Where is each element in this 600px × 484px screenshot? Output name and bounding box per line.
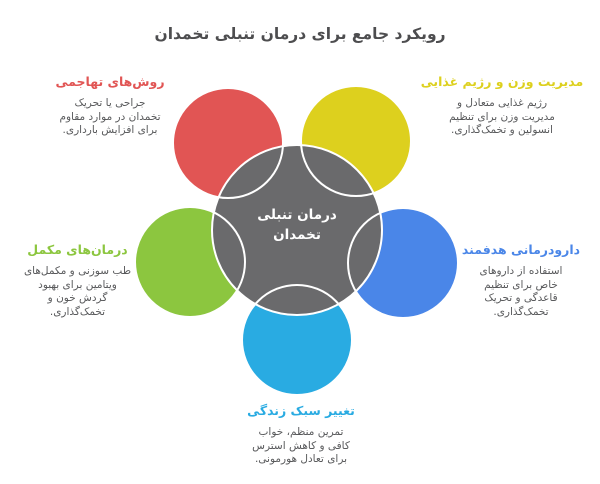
drug-therapy-description: استفاده از داروهای خاص برای تنظیم قاعدگی… (479, 265, 563, 318)
complementary-heading: درمان‌های مکمل (27, 242, 128, 257)
label-lifestyle: تغییر سبک زندگی تمرین منظم، خواب کافی و … (216, 403, 386, 467)
diagram-title: رویکرد جامع برای درمان تنبلی تخمدان (154, 25, 446, 43)
outline-drug-therapy (347, 207, 459, 319)
label-weight-diet: مدیریت وزن و رژیم غذایی رژیم غذایی متعاد… (417, 74, 587, 138)
label-complementary: درمان‌های مکمل طب سوزنی و مکمل‌های ویتام… (0, 242, 155, 320)
center-circle (212, 145, 382, 315)
lifestyle-heading: تغییر سبک زندگی (247, 403, 355, 418)
outline-invasive-methods (172, 87, 284, 199)
weight-diet-heading: مدیریت وزن و رژیم غذایی (420, 74, 584, 89)
outline-lifestyle (241, 284, 353, 396)
outline-center (211, 144, 383, 316)
drug-therapy-heading: دارودرمانی هدفمند (461, 242, 581, 257)
center-label: درمان تنبلی تخمدان (257, 207, 337, 243)
lifestyle-description: تمرین منظم، خواب کافی و کاهش استرس برای … (252, 426, 350, 466)
outline-complementary (134, 206, 246, 318)
label-drug-therapy: دارودرمانی هدفمند استفاده از داروهای خاص… (443, 242, 599, 320)
complementary-description: طب سوزنی و مکمل‌های ویتامین برای بهبود گ… (23, 265, 132, 318)
outline-weight-diet (300, 85, 412, 197)
invasive-methods-heading: روش‌های تهاجمی (55, 74, 165, 89)
label-invasive-methods: روش‌های تهاجمی جراحی یا تحریک تخمدان در … (25, 74, 195, 138)
petal-lifestyle-circle (242, 285, 352, 395)
circle-outlines (134, 85, 459, 396)
weight-diet-description: رژیم غذایی متعادل و مدیریت وزن برای تنظی… (449, 97, 555, 137)
invasive-methods-description: جراحی یا تحریک تخمدان در موارد مقاوم برا… (59, 97, 161, 137)
